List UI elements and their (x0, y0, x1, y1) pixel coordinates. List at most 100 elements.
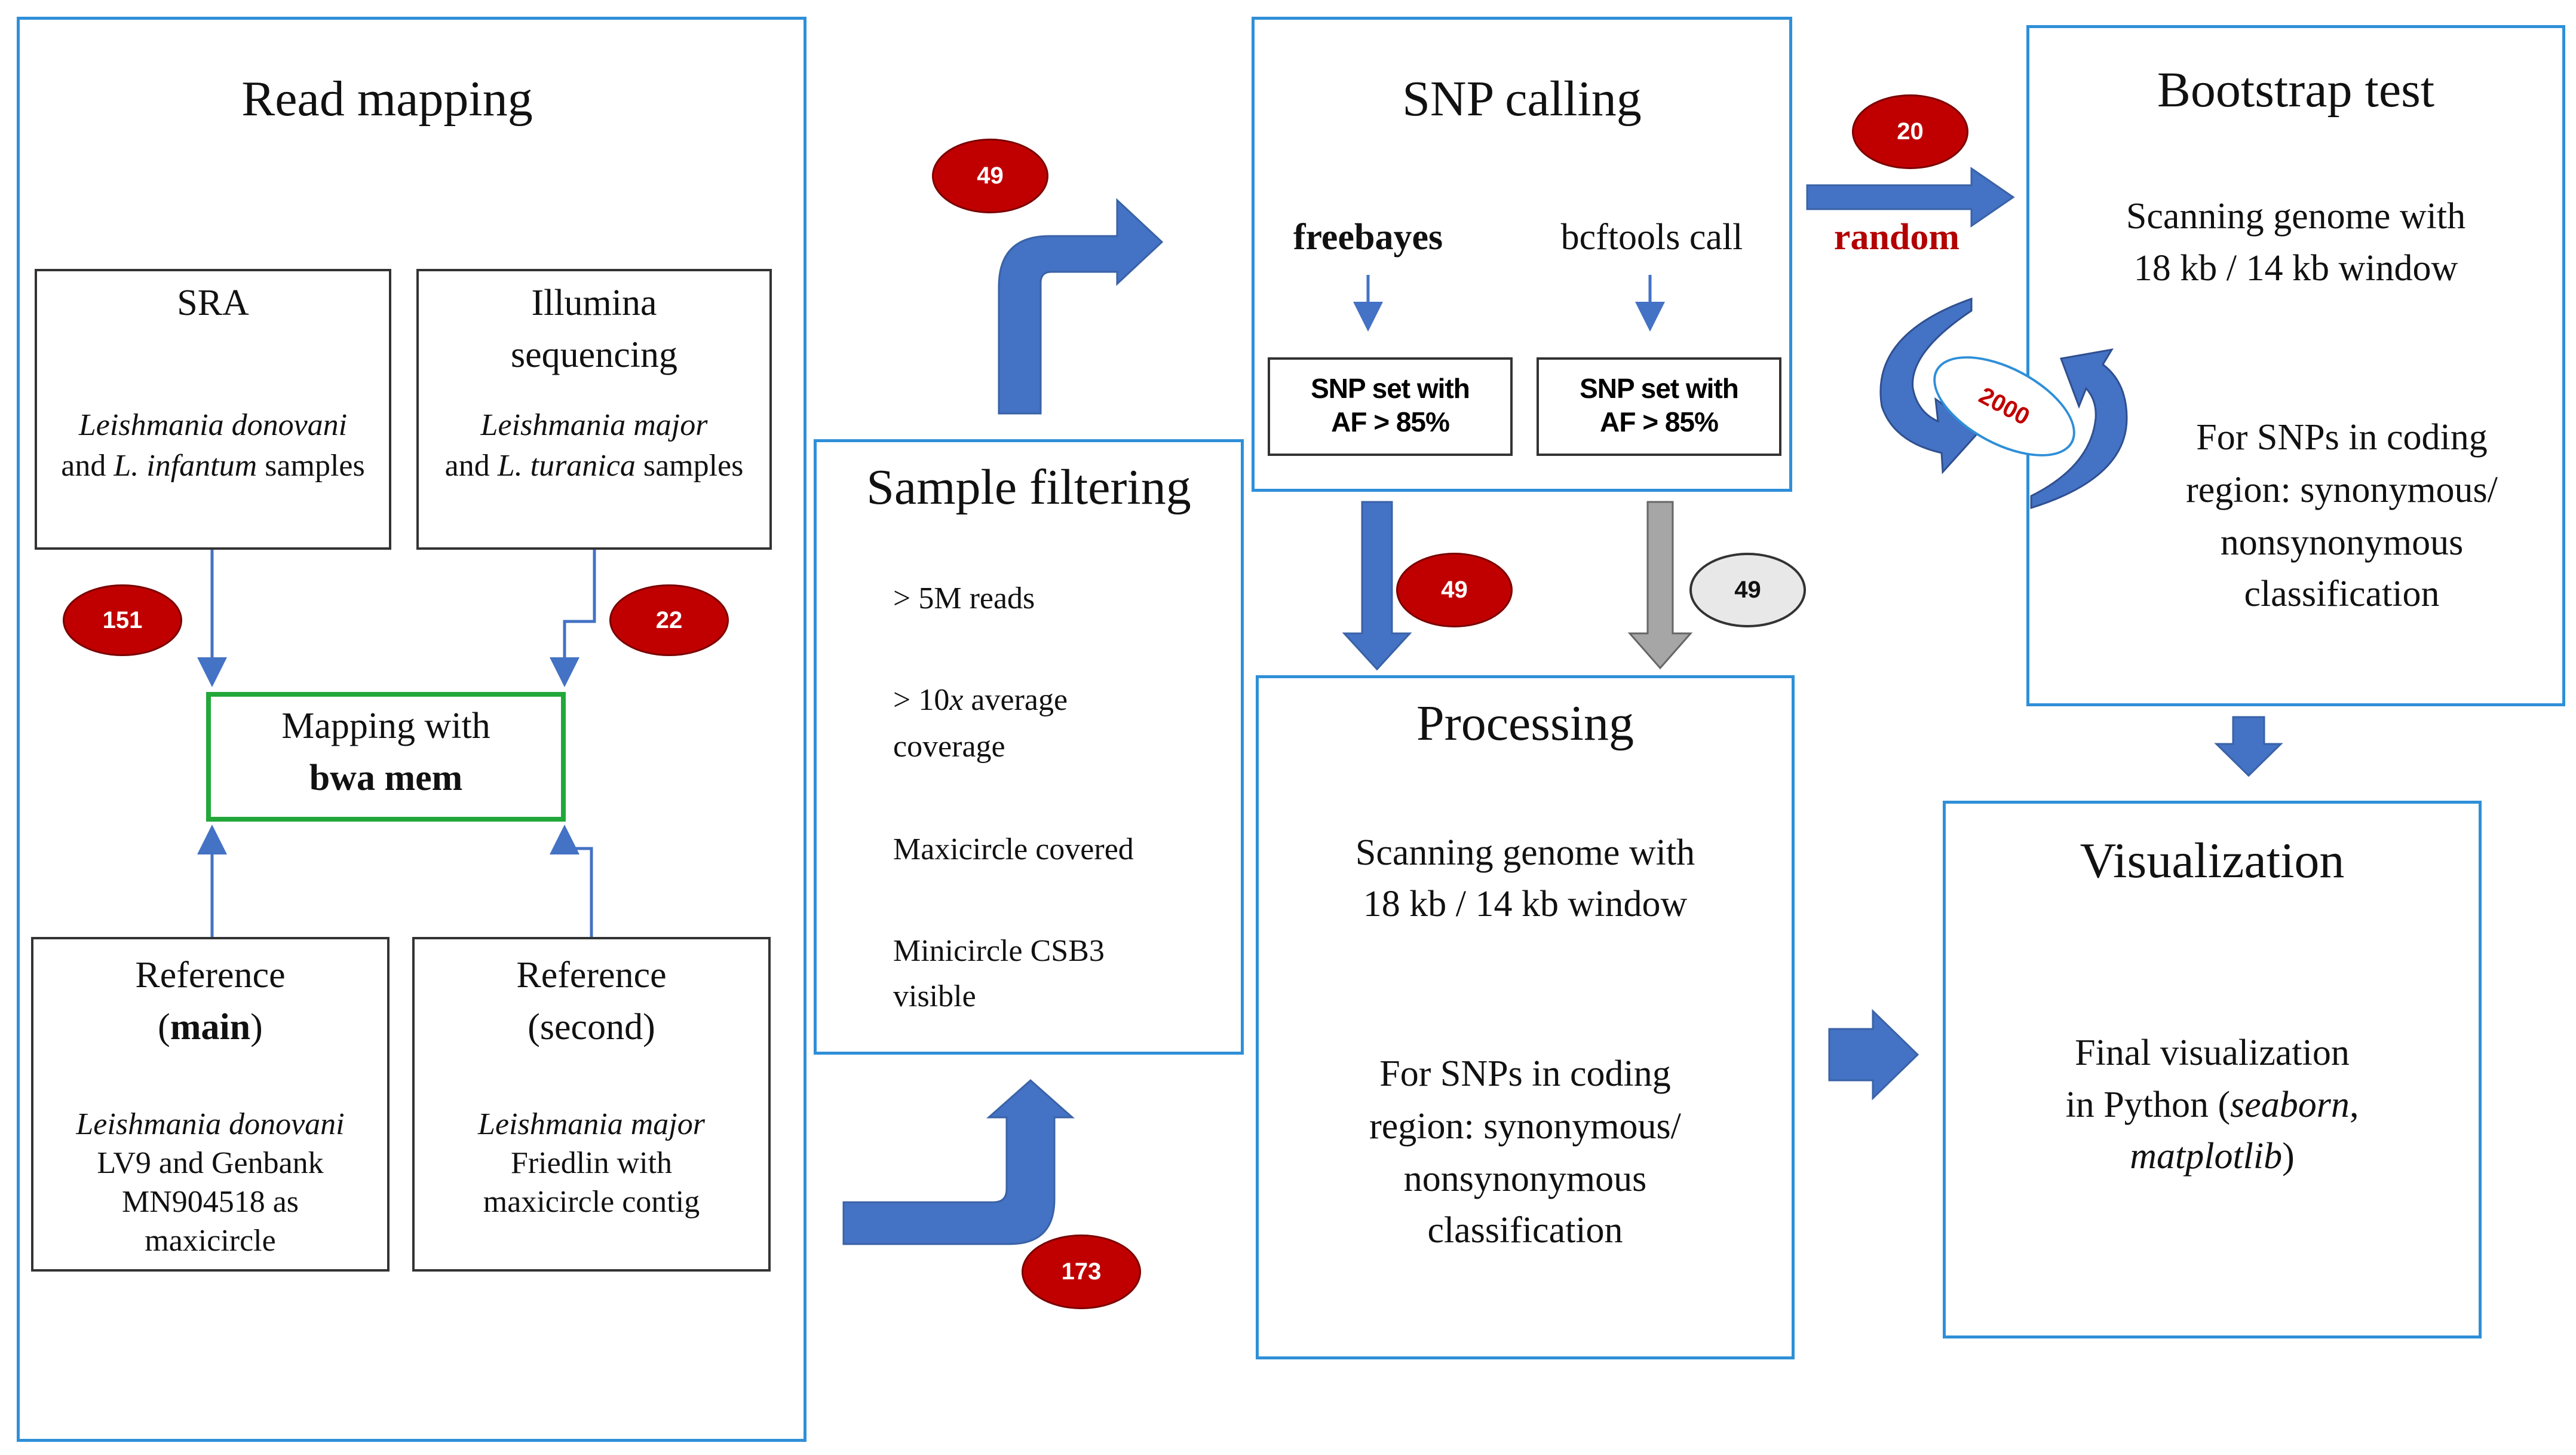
snp-set2-line1: SNP set with (1580, 373, 1739, 404)
ref-second-subtitle: (second) (528, 1007, 655, 1047)
badge-22: 22 (609, 584, 729, 656)
bootstrap-line4: region: synonymous/ (2186, 470, 2498, 510)
illumina-to-mapping-line (550, 550, 596, 687)
ref-main-close: ) (250, 1007, 263, 1047)
bootstrap-loop-arrow-right (2030, 348, 2128, 510)
bootstrap-line6: classification (2244, 574, 2440, 614)
badge-20: 20 (1852, 94, 1968, 169)
bootstrap-line2: 18 kb / 14 kb window (2133, 248, 2458, 289)
reference-main-box (31, 937, 390, 1272)
viz-line2-pre: in Python ( (2065, 1085, 2231, 1125)
filter-criterion-minicircle-line2: visible (893, 979, 976, 1013)
snp-set2-line2: AF > 85% (1600, 406, 1719, 438)
sample-filtering-title: Sample filtering (866, 460, 1191, 515)
read-mapping-title: Read mapping (241, 71, 533, 127)
illumina-line2: and L. turanica samples (416, 447, 772, 485)
coverage-post: average (963, 683, 1068, 717)
sra-line2: and L. infantum samples (35, 447, 391, 485)
viz-line2-post: , (2349, 1085, 2359, 1125)
filter-criterion-reads: > 5M reads (893, 581, 1035, 615)
illumina-title-line1: Illumina (531, 283, 657, 323)
processing-panel (1256, 675, 1795, 1359)
processing-line6: classification (1427, 1210, 1623, 1251)
reference-second-box (412, 937, 771, 1272)
mapping-box (206, 692, 566, 822)
tool-freebayes: freebayes (1293, 217, 1443, 258)
coverage-x: x (949, 683, 964, 717)
visualization-title: Visualization (2080, 833, 2345, 889)
snp-set1-line2: AF > 85% (1331, 406, 1450, 438)
samples-to-filtering-arrow (842, 1079, 1075, 1245)
illumina-species: Leishmania major (480, 408, 708, 442)
snp-to-processing-arrow-gray (1627, 501, 1693, 670)
filter-criterion-maxicircle: Maxicircle covered (893, 832, 1134, 866)
ref-second-species: Leishmania major (478, 1107, 705, 1141)
ref-main-subtitle: (main) (31, 1005, 390, 1050)
badge-151: 151 (63, 584, 182, 656)
coverage-pre: > 10 (893, 683, 950, 717)
viz-line3-ital: matplotlib (2130, 1136, 2283, 1177)
visualization-line2: in Python (seaborn, (1943, 1083, 2482, 1128)
bootstrap-title: Bootstrap test (2157, 62, 2435, 118)
badge-173: 173 (1022, 1235, 1141, 1309)
processing-line1: Scanning genome with (1355, 832, 1695, 873)
viz-line2-ital: seaborn (2230, 1085, 2350, 1125)
sample-filtering-panel (814, 439, 1244, 1055)
sra-box (35, 269, 391, 550)
ref-main-open: ( (158, 1007, 170, 1047)
processing-title: Processing (1416, 696, 1634, 751)
illumina-line2-prefix: and (444, 449, 498, 483)
bootstrap-loop-arrow-left (1879, 297, 1982, 474)
snp-to-bootstrap-arrow (1806, 167, 2015, 228)
sra-line2-species: L. infantum (114, 449, 257, 483)
refsecond-to-mapping-line (550, 825, 593, 937)
snp-set1-line1: SNP set with (1311, 373, 1470, 404)
ref-second-title: Reference (516, 955, 667, 995)
mapping-line1: Mapping with (281, 706, 490, 746)
bootstrap-line1: Scanning genome with (2126, 196, 2466, 237)
filtering-to-snp-arrow (998, 198, 1164, 415)
illumina-title-line2: sequencing (511, 335, 677, 375)
bootstrap-line3: For SNPs in coding (2196, 417, 2488, 458)
processing-line3: For SNPs in coding (1379, 1053, 1671, 1094)
visualization-panel (1943, 801, 2482, 1338)
snp-calling-title: SNP calling (1402, 71, 1642, 127)
filter-criterion-coverage-line2: coverage (893, 730, 1005, 764)
viz-line3-post: ) (2282, 1136, 2295, 1177)
bootstrap-line5: nonsynonymous (2220, 522, 2464, 563)
filter-criterion-coverage: > 10x average (893, 681, 1068, 719)
processing-to-visualization-arrow (1828, 1009, 1919, 1101)
badge-49-filtering: 49 (932, 139, 1048, 213)
bootstrap-to-visualization-arrow (2214, 716, 2283, 777)
filter-criterion-minicircle: Minicircle CSB3 (893, 934, 1105, 968)
bootstrap-panel (2026, 25, 2565, 706)
illumina-box (416, 269, 772, 550)
mapping-line2: bwa mem (309, 758, 463, 798)
ref-main-title: Reference (135, 955, 286, 995)
random-label: random (1833, 217, 1960, 258)
illumina-line2-suffix: samples (635, 449, 744, 483)
read-mapping-panel (17, 17, 806, 1442)
sra-line2-suffix: samples (257, 449, 365, 483)
tool-bcftools: bcftools call (1560, 217, 1743, 258)
processing-line4: region: synonymous/ (1369, 1106, 1681, 1147)
visualization-line1: Final visualization (2075, 1033, 2350, 1073)
ref-main-line2: LV9 and Genbank (97, 1146, 324, 1180)
sra-species: Leishmania donovani (78, 408, 348, 442)
processing-line5: nonsynonymous (1403, 1159, 1647, 1199)
badge-49-bcftools: 49 (1689, 553, 1806, 627)
badge-49-freebayes: 49 (1396, 553, 1513, 627)
sra-title: SRA (177, 283, 249, 323)
illumina-line2-species: L. turanica (497, 449, 636, 483)
sra-line2-prefix: and (61, 449, 114, 483)
ref-second-line2: Friedlin with (510, 1146, 673, 1180)
iterations-label: 2000 (1974, 382, 2034, 430)
snp-to-processing-arrow-blue (1342, 501, 1412, 671)
processing-line2: 18 kb / 14 kb window (1363, 884, 1688, 924)
ref-main-line4: maxicircle (145, 1224, 276, 1258)
visualization-line3: matplotlib) (1943, 1134, 2482, 1180)
